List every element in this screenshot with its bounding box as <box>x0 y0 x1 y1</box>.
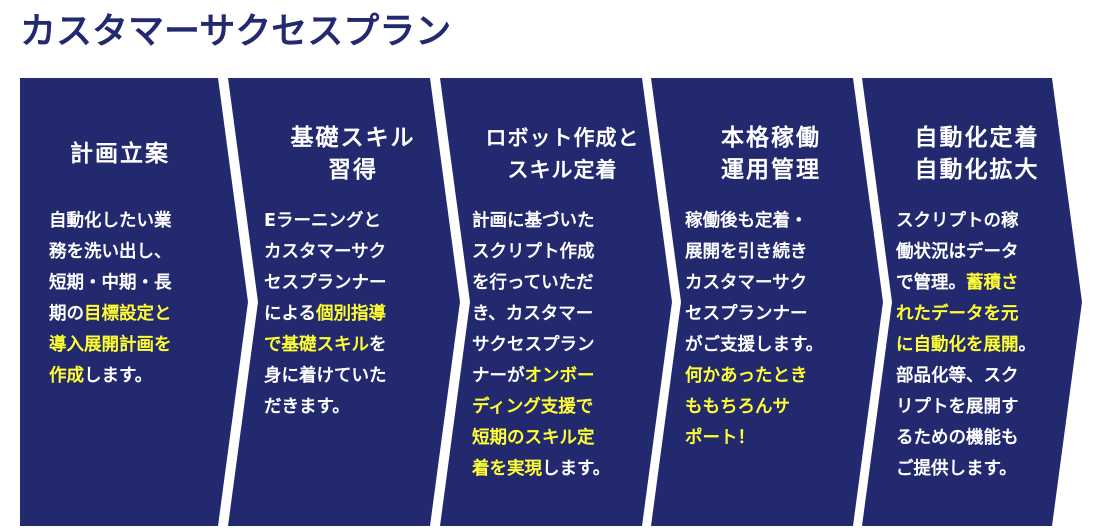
page-title: カスタマーサクセスプラン <box>20 11 452 52</box>
step-4-arrow-shape <box>651 78 883 526</box>
process-steps: 計画立案 自動化したい業 務を洗い出し、 短期・中期・長 期の目標設定と 導入展… <box>0 78 1093 526</box>
step-2-arrow-shape <box>228 78 460 526</box>
body-text: を 身に着けていた だきます。 <box>264 335 387 417</box>
step-4-heading: 本格稼働 運用管理 <box>721 125 821 183</box>
highlighted-text: 目標設定と 導入展開計画を 作成 <box>49 304 172 386</box>
step-1-heading: 計画立案 <box>70 141 170 167</box>
step-4-operation: 本格稼働 運用管理 稼働後も定着・ 展開を引き続き カスタマーサク セスプランナ… <box>651 78 883 526</box>
step-1-body: 自動化したい業 務を洗い出し、 短期・中期・長 期の目標設定と 導入展開計画を … <box>49 206 172 392</box>
step-1-arrow-shape <box>20 78 248 526</box>
body-text: します。 <box>84 366 153 386</box>
body-text: 計画に基づいた スクリプト作成 を行っていただ き、カスタマー サクセスプラン … <box>472 211 595 386</box>
body-text: 自動化したい業 務を洗い出し、 短期・中期・長 期の <box>49 211 172 324</box>
step-3-body: 計画に基づいた スクリプト作成 を行っていただ き、カスタマー サクセスプラン … <box>472 206 610 485</box>
step-5-arrow-shape <box>862 78 1082 526</box>
step-2-skill-acquisition: 基礎スキル 習得 Eラーニングと カスタマーサク セスプランナー による個別指導… <box>228 78 460 526</box>
body-text: スクリプトの稼 働状況はデータ で管理。 <box>896 211 1019 293</box>
step-5-heading: 自動化定着 自動化拡大 <box>914 125 1040 183</box>
body-text: 稼働後も定着・ 展開を引き続き カスタマーサク セスプランナー がご支援します。 <box>685 211 824 355</box>
step-1-planning: 計画立案 自動化したい業 務を洗い出し、 短期・中期・長 期の目標設定と 導入展… <box>20 78 248 526</box>
highlighted-text: オンボー ディング支援で 短期のスキル定 着を実現 <box>472 366 595 479</box>
step-2-body: Eラーニングと カスタマーサク セスプランナー による個別指導 で基礎スキルを … <box>264 206 387 423</box>
step-4-body: 稼働後も定着・ 展開を引き続き カスタマーサク セスプランナー がご支援します。… <box>685 206 823 454</box>
body-text: 。 部品化等、スク リプトを展開す るための機能も ご提供します。 <box>896 335 1036 479</box>
body-text: します。 <box>542 459 611 479</box>
step-5-automation-expansion: 自動化定着 自動化拡大 スクリプトの稼 働状況はデータ で管理。蓄積さ れたデー… <box>862 78 1082 526</box>
body-text: Eラーニングと カスタマーサク セスプランナー による <box>264 211 387 324</box>
step-3-heading: ロボット作成と スキル定着 <box>485 126 640 182</box>
highlighted-text: 個別指導 で基礎スキル <box>264 304 386 355</box>
step-5-body: スクリプトの稼 働状況はデータ で管理。蓄積さ れたデータを元 に自動化を展開。… <box>896 206 1036 485</box>
step-3-arrow-shape <box>440 78 672 526</box>
step-2-heading: 基礎スキル 習得 <box>290 125 416 183</box>
highlighted-text: 蓄積さ れたデータを元 に自動化を展開 <box>896 273 1019 355</box>
step-3-robot-creation: ロボット作成と スキル定着 計画に基づいた スクリプト作成 を行っていただ き、… <box>440 78 672 526</box>
highlighted-text: 何かあったとき ももちろんサ ポート！ <box>685 366 808 448</box>
